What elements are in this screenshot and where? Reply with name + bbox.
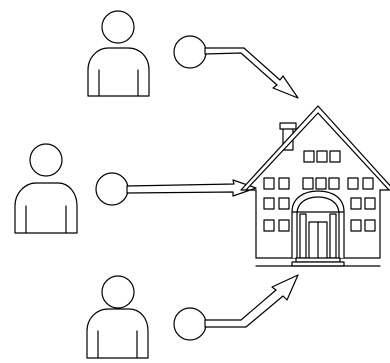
arrow-middle-to-building bbox=[96, 173, 256, 205]
arrow-top-to-building bbox=[174, 36, 298, 98]
person-bottom-icon bbox=[87, 276, 148, 358]
person-middle-icon bbox=[15, 144, 77, 233]
person-top-icon bbox=[88, 11, 149, 96]
arrow-bottom-to-building bbox=[174, 275, 298, 340]
school-building-icon bbox=[241, 106, 390, 266]
